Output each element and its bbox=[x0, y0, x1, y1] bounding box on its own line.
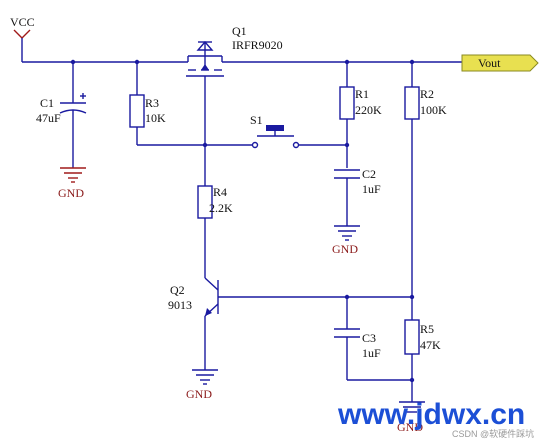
junction-r1-c2 bbox=[344, 142, 350, 148]
r3-value: 10K bbox=[145, 111, 166, 125]
q2-transistor bbox=[204, 277, 412, 370]
r2-resistor bbox=[404, 62, 420, 320]
r2-value: 100K bbox=[420, 103, 447, 117]
gnd-label-q2: GND bbox=[186, 387, 212, 401]
s1-ref: S1 bbox=[250, 113, 263, 127]
gnd-symbol-c1 bbox=[60, 167, 86, 183]
r3-resistor bbox=[129, 62, 252, 146]
vcc-label: VCC bbox=[10, 15, 35, 29]
vout-port bbox=[461, 54, 539, 72]
r4-value: 2.2K bbox=[209, 201, 233, 215]
c3-capacitor bbox=[334, 297, 412, 381]
watermark-credit: CSDN @软硬件踩坑 bbox=[452, 428, 534, 439]
vcc-symbol bbox=[13, 29, 31, 62]
r2-ref: R2 bbox=[420, 87, 434, 101]
q2-ref: Q2 bbox=[170, 283, 185, 297]
q1-part: IRFR9020 bbox=[232, 38, 283, 52]
vout-label: Vout bbox=[478, 56, 501, 70]
c1-ref: C1 bbox=[40, 96, 54, 110]
q1-mosfet bbox=[186, 40, 224, 86]
r4-ref: R4 bbox=[213, 185, 227, 199]
r5-value: 47K bbox=[420, 338, 441, 352]
r1-value: 220K bbox=[355, 103, 382, 117]
r1-ref: R1 bbox=[355, 87, 369, 101]
s1-switch bbox=[251, 125, 347, 149]
r1-resistor bbox=[339, 62, 355, 168]
gnd-symbol-c2 bbox=[334, 225, 360, 241]
c1-capacitor bbox=[59, 62, 87, 168]
c2-ref: C2 bbox=[362, 167, 376, 181]
q2-part: 9013 bbox=[168, 298, 192, 312]
gnd-label-c2: GND bbox=[332, 242, 358, 256]
junction-r5-c3 bbox=[409, 377, 415, 383]
c3-value: 1uF bbox=[362, 346, 381, 360]
junction-base-r2 bbox=[409, 294, 415, 300]
watermark-logo: www.jdwx.cn bbox=[337, 398, 525, 431]
r5-resistor bbox=[404, 319, 420, 402]
q1-ref: Q1 bbox=[232, 24, 247, 38]
c2-capacitor bbox=[334, 169, 360, 226]
r4-resistor bbox=[197, 185, 213, 278]
c1-value: 47uF bbox=[36, 111, 61, 125]
gnd-label-r5: GND bbox=[397, 420, 423, 434]
gnd-label-c1: GND bbox=[58, 186, 84, 200]
gnd-symbol-q2 bbox=[192, 369, 218, 385]
c2-value: 1uF bbox=[362, 182, 381, 196]
c3-ref: C3 bbox=[362, 331, 376, 345]
r5-ref: R5 bbox=[420, 322, 434, 336]
gnd-symbol-r5 bbox=[399, 401, 425, 413]
r3-ref: R3 bbox=[145, 96, 159, 110]
